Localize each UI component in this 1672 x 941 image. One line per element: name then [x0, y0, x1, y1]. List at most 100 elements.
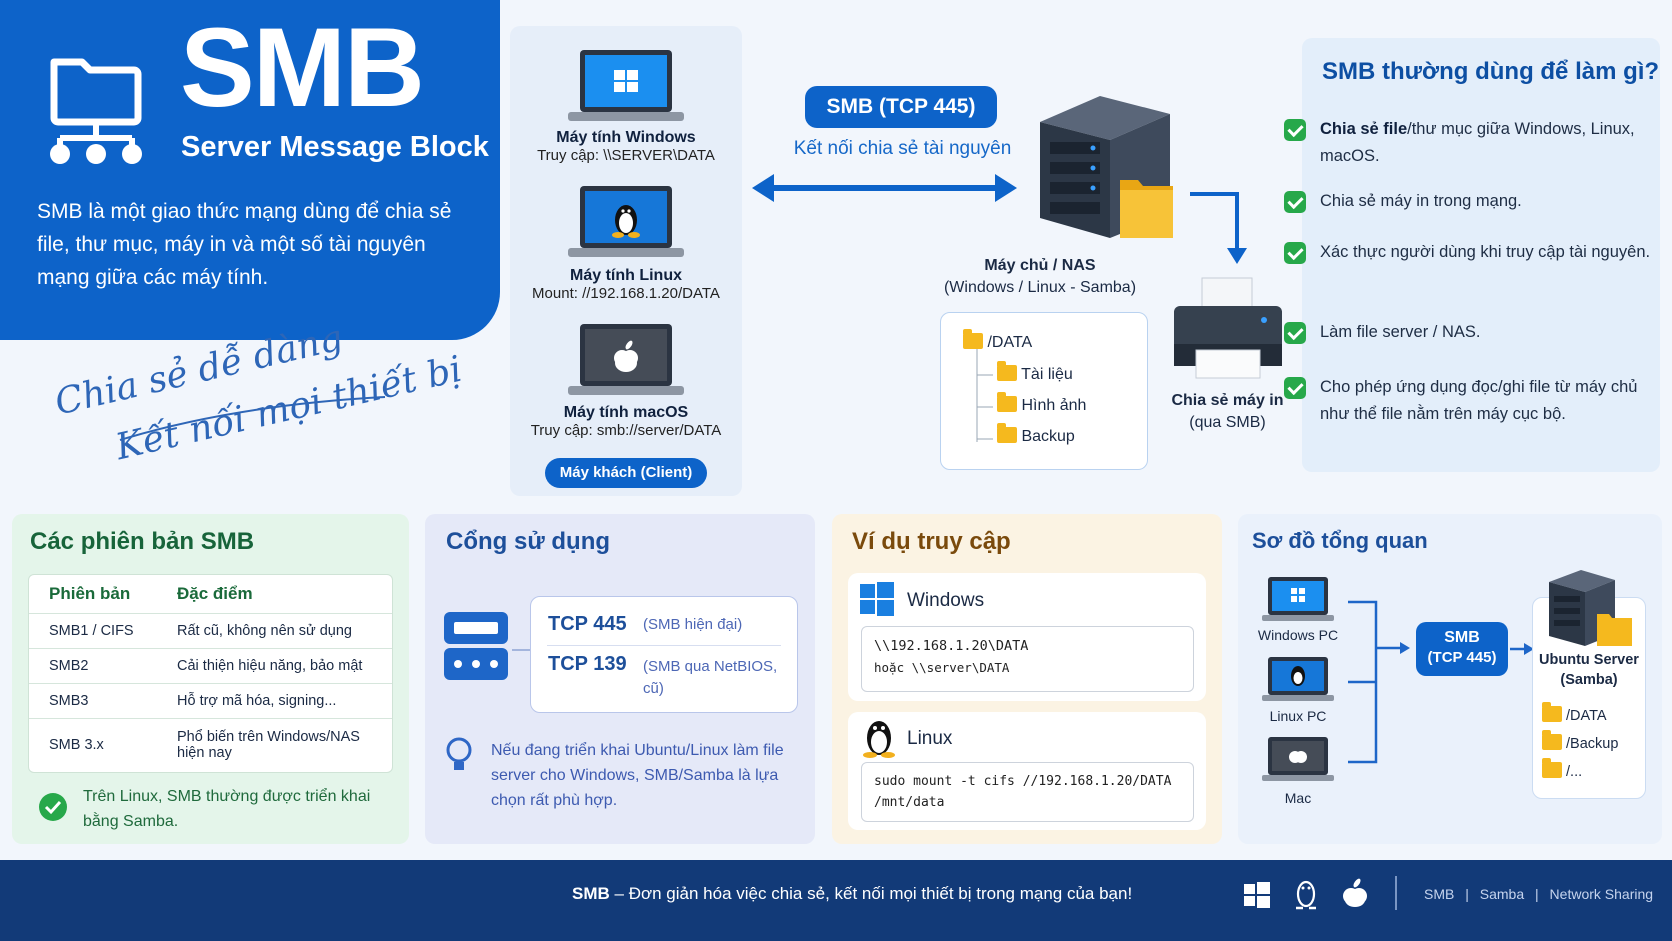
tree-item-images: Hình ảnh — [997, 392, 1086, 415]
use-item-2: Chia sẻ máy in trong mạng. — [1284, 188, 1665, 215]
table-cell: Phổ biến trên Windows/NAS hiện nay — [177, 729, 360, 762]
footer-tags: SMB | Samba | Network Sharing — [1424, 886, 1653, 902]
apple-logo-icon — [614, 340, 638, 372]
code-line: \\192.168.1.20\DATA — [874, 638, 1029, 654]
footer-text: – Đơn giản hóa việc chia sẻ, kết nối mọi… — [614, 884, 1133, 903]
footer-tag-separator: | — [1465, 886, 1469, 902]
folder-icon — [963, 329, 983, 349]
linux-penguin-icon — [612, 205, 640, 238]
folder-icon — [997, 392, 1017, 412]
connector-line — [512, 649, 532, 651]
ports-box: TCP 445 (SMB hiện đại) TCP 139 (SMB qua … — [530, 596, 798, 713]
overview-client-mac: Mac — [1284, 790, 1312, 806]
check-circle-icon — [39, 793, 67, 821]
check-icon — [1284, 322, 1306, 344]
bidirectional-arrow — [752, 174, 1017, 202]
overview-client-linux: Linux PC — [1269, 708, 1327, 724]
table-cell: SMB3 — [29, 683, 157, 719]
code-line: /mnt/data — [874, 795, 945, 810]
uses-title: SMB thường dùng để làm gì? — [1322, 58, 1660, 85]
overview-folder-data: /DATA — [1542, 702, 1607, 724]
overview-server-label: Ubuntu Server (Samba) — [1534, 650, 1644, 690]
check-icon — [1284, 191, 1306, 213]
client-windows-detail: Truy cập: \\SERVER\DATA — [537, 147, 715, 164]
linux-pc-icon — [1262, 657, 1334, 701]
table-header-cell: Đặc điểm — [157, 575, 392, 614]
folder-icon — [997, 361, 1017, 381]
tree-root: /DATA — [963, 329, 1032, 352]
use-item-3: Xác thực người dùng khi truy cập tài ngu… — [1284, 239, 1665, 266]
client-linux: Máy tính Linux Mount: //192.168.1.20/DAT… — [510, 267, 742, 302]
table-cell: SMB1 / CIFS — [29, 613, 157, 649]
table-cell: SMB 3.x — [49, 737, 104, 754]
linux-penguin-icon — [1296, 880, 1316, 910]
footer-divider — [1395, 876, 1397, 910]
folder-icon — [1120, 180, 1173, 238]
code-line: sudo mount -t cifs //192.168.1.20/DATA — [874, 774, 1172, 789]
connection-caption: Kết nối chia sẻ tài nguyên — [793, 138, 1012, 159]
check-icon — [1284, 242, 1306, 264]
table-header: Phiên bản Đặc điểm — [29, 575, 392, 614]
client-linux-detail: Mount: //192.168.1.20/DATA — [532, 285, 720, 302]
port-139-desc: (SMB qua NetBIOS, cũ) — [643, 658, 778, 697]
folder-icon — [1542, 702, 1562, 722]
windows-laptop — [568, 50, 684, 121]
server-nas-icon — [1040, 96, 1173, 238]
port-139: TCP 139 — [548, 653, 627, 675]
versions-title: Các phiên bản SMB — [30, 528, 255, 555]
network-switch-icon — [444, 612, 508, 680]
ports-title: Cổng sử dụng — [446, 528, 611, 555]
client-windows-title: Máy tính Windows — [556, 129, 696, 146]
client-macos-detail: Truy cập: smb://server/DATA — [530, 422, 722, 439]
versions-note: Trên Linux, SMB thường được triển khai b… — [83, 788, 371, 830]
use-item-5: Cho phép ứng dụng đọc/ghi file từ máy ch… — [1284, 374, 1665, 428]
example-windows-code: \\192.168.1.20\DATA hoặc \\server\DATA — [861, 626, 1194, 692]
client-macos: Máy tính macOS Truy cập: smb://server/DA… — [510, 404, 742, 439]
macos-laptop — [568, 324, 684, 395]
table-cell: Hỗ trợ mã hóa, signing... — [157, 683, 392, 719]
network-folder-icon — [50, 58, 142, 164]
footer-bar — [0, 860, 1672, 941]
check-icon — [1284, 377, 1306, 399]
footer-tag: Samba — [1479, 886, 1525, 902]
smb-port-pill: SMB (TCP 445) — [805, 86, 997, 128]
tree-item-documents: Tài liệu — [997, 361, 1073, 384]
example-linux-label: Linux — [907, 728, 953, 749]
table-cell: Rất cũ, không nên sử dụng — [157, 613, 392, 649]
port-445-desc: (SMB hiện đại) — [643, 616, 743, 633]
windows-pc-icon — [1262, 577, 1334, 621]
folder-icon — [1542, 730, 1562, 750]
linux-penguin-icon — [863, 721, 895, 758]
overview-client-windows: Windows PC — [1257, 627, 1339, 643]
hero-banner: SMB Server Message Block SMB là một giao… — [0, 0, 500, 340]
apple-logo-icon — [1343, 878, 1367, 907]
printer-arrow — [1190, 192, 1247, 264]
lightbulb-icon — [446, 737, 472, 770]
pill-line: (TCP 445) — [1427, 649, 1497, 666]
ubuntu-server-icon — [1549, 570, 1632, 646]
overview-title: Sơ đồ tổng quan — [1252, 528, 1428, 553]
printer-icon — [1174, 277, 1282, 379]
use-item-4: Làm file server / NAS. — [1284, 319, 1665, 346]
overview-bracket — [1348, 600, 1410, 764]
client-macos-title: Máy tính macOS — [563, 404, 689, 421]
table-cell: Cải thiện hiệu năng, bảo mật — [157, 648, 392, 684]
divider — [547, 645, 781, 646]
code-line: hoặc \\server\DATA — [874, 660, 1010, 675]
printer-subtitle: (qua SMB) — [1189, 414, 1266, 431]
example-linux-code: sudo mount -t cifs //192.168.1.20/DATA /… — [861, 762, 1194, 822]
mac-pc-icon — [1262, 737, 1334, 781]
server-folder-tree: /DATA Tài liệu Hình ảnh Backup — [940, 312, 1148, 470]
client-windows: Máy tính Windows Truy cập: \\SERVER\DATA — [510, 129, 742, 164]
windows-logo-icon — [860, 582, 894, 616]
hero-description: SMB là một giao thức mạng dùng để chia s… — [37, 200, 452, 289]
use-item-1: Chia sẻ file/thư mục giữa Windows, Linux… — [1284, 116, 1665, 170]
footer-brand: SMB — [572, 884, 610, 903]
linux-laptop — [568, 186, 684, 257]
table-header-cell: Phiên bản — [29, 575, 157, 614]
